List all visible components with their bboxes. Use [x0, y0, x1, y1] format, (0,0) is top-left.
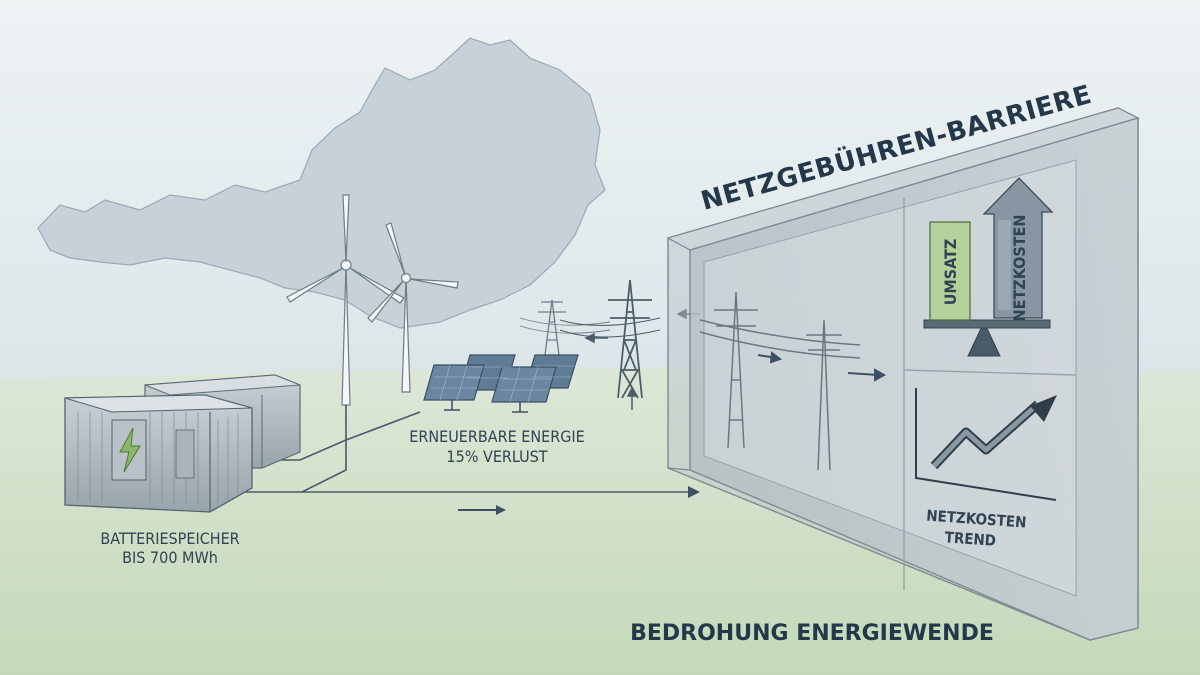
wind-turbine [367, 222, 459, 393]
footer-headline: BEDROHUNG ENERGIEWENDE [630, 621, 994, 646]
revenue-bar [929, 221, 971, 321]
trend-label-line2: TREND [944, 528, 996, 550]
flow-arrow [458, 486, 700, 515]
renewables-label-line1: ERNEUERBARE ENERGIE [409, 427, 584, 446]
battery-label-line2: BIS 700 MWh [122, 548, 218, 567]
grid-costs-label: NETZKOSTEN [1010, 215, 1029, 322]
trend-chart-icon [915, 388, 1057, 501]
renewables-label-line2: 15% VERLUST [446, 447, 547, 466]
austria-map [37, 37, 606, 329]
up-arrow-icon [982, 177, 1054, 319]
battery-label-line1: BATTERIESPEICHER [100, 529, 239, 548]
power-pylon-distant [519, 299, 611, 356]
power-pylon-behind-wall [699, 291, 861, 471]
scale-icon [923, 319, 1051, 357]
battery-container [64, 394, 253, 513]
power-pylon [559, 279, 661, 399]
lightning-icon [119, 427, 141, 473]
flow-arrow-behind-wall [757, 351, 887, 382]
solar-panel [423, 354, 579, 413]
revenue-label: UMSATZ [941, 239, 960, 306]
